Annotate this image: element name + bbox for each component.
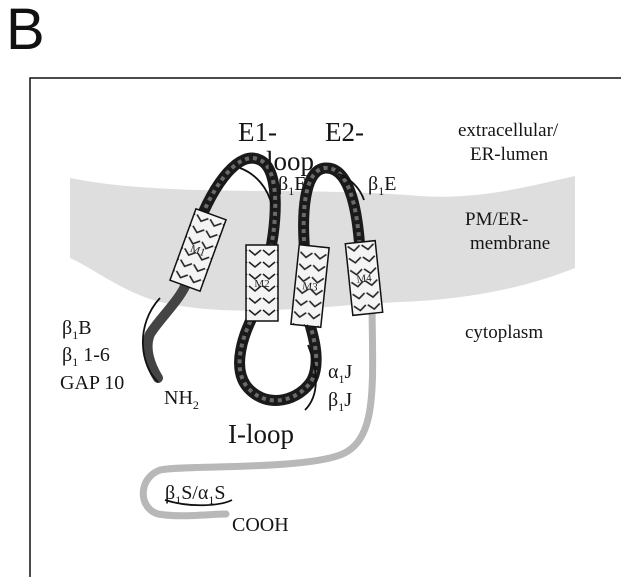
b1b-label: β1B (62, 317, 92, 342)
helix-m2: M2 (246, 245, 278, 321)
e-loop-label: loop (266, 146, 314, 176)
helix-label-m4: M4 (356, 272, 373, 286)
helix-label-m3: M3 (302, 280, 319, 294)
membrane-label-line1: PM/ER- (465, 209, 528, 230)
helix-label-m2: M2 (254, 278, 269, 290)
a1j-label: α1J (328, 361, 352, 386)
b1s-a1s-label: β1S/α1S (165, 482, 225, 507)
b1-1-6-label: β1 1-6 (62, 344, 110, 369)
helix-m4: M4 (345, 241, 382, 316)
gap10-label: GAP 10 (60, 372, 124, 394)
b1e-left-label: β1E (278, 173, 306, 198)
n-terminus-label: NH2 (164, 387, 199, 412)
cytoplasm-label: cytoplasm (465, 322, 543, 343)
b1j-label: β1J (328, 389, 352, 414)
i-loop-label: I-loop (228, 419, 294, 449)
e1-label: E1- (238, 117, 277, 147)
c-terminus-label: COOH (232, 514, 289, 536)
extracellular-label: extracellular/ (458, 120, 559, 141)
e2-label: E2- (325, 117, 364, 147)
b1e-right-label: β1E (368, 173, 396, 198)
membrane-label-line2: membrane (470, 233, 550, 254)
er-lumen-label: ER-lumen (470, 144, 549, 165)
